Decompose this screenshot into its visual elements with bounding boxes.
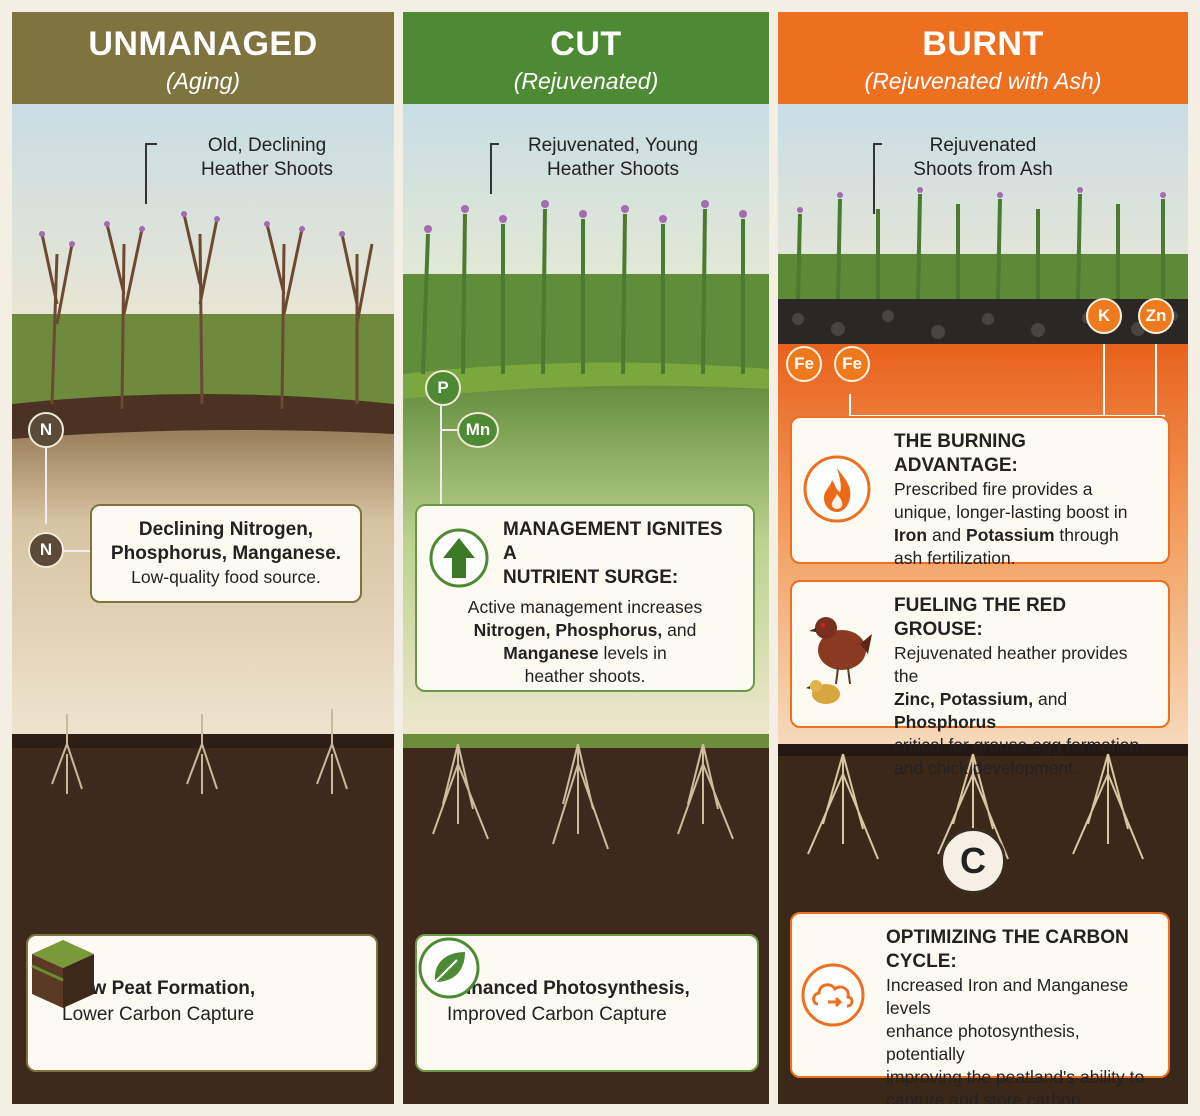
- unmanaged-subtitle: (Aging): [165, 68, 241, 94]
- cut-bottom-line2: Improved Carbon Capture: [447, 1004, 667, 1025]
- up-arrow-icon: [429, 528, 489, 588]
- cut-card-heading2: NUTRIENT SURGE:: [503, 567, 679, 588]
- grouse-card-line4: and chick development.: [894, 758, 1078, 778]
- unmanaged-title: UNMANAGED: [88, 25, 318, 63]
- leaf-icon: [418, 937, 480, 999]
- through-word: through: [1059, 525, 1119, 545]
- nitrogen-connector: [64, 550, 90, 552]
- burnt-panel: BURNT (Rejuvenated with Ash): [778, 12, 1188, 1104]
- carbon-card-line1: Increased Iron and Manganese levels: [886, 975, 1129, 1018]
- cut-card-body2: Nitrogen, Phosphorus, and: [433, 619, 737, 642]
- cut-subtitle: (Rejuvenated): [513, 68, 659, 94]
- levels-in-text: levels in: [603, 643, 667, 663]
- potassium-label-2: Potassium,: [939, 689, 1034, 709]
- burning-card-line2: unique, longer-lasting boost in: [894, 502, 1128, 522]
- unmanaged-callout: Old, Declining Heather Shoots: [162, 134, 372, 182]
- and-word-1: and: [931, 525, 962, 545]
- cut-carbon-card: Enhanced Photosynthesis, Improved Carbon…: [415, 934, 759, 1072]
- zinc-label: Zinc,: [894, 689, 935, 709]
- burnt-subtitle: (Rejuvenated with Ash): [864, 68, 1102, 94]
- burnt-header: BURNT (Rejuvenated with Ash): [778, 12, 1188, 104]
- unmanaged-bottom-line2: Lower Carbon Capture: [62, 1004, 255, 1025]
- cut-bottom-line1: Enhanced Photosynthesis,: [447, 978, 690, 999]
- grouse-card-line1: Rejuvenated heather provides the: [894, 643, 1128, 686]
- burnt-title: BURNT: [922, 25, 1044, 63]
- cut-callout-line1: Rejuvenated, Young: [527, 135, 699, 156]
- peat-block-icon: [31, 940, 94, 1008]
- cut-header: CUT (Rejuvenated): [403, 12, 769, 104]
- burning-card-line4: ash fertilization.: [894, 548, 1016, 568]
- unmanaged-nutrient-card: Declining Nitrogen, Phosphorus, Manganes…: [90, 504, 362, 603]
- phosphorus-label-2: Phosphorus: [894, 712, 997, 732]
- grouse-card-line2: Zinc, Potassium, and Phosphorus: [894, 688, 1152, 734]
- flame-icon: [803, 455, 871, 523]
- nitrogen-badge-upper: N: [28, 412, 64, 448]
- cut-scene: Rejuvenated, Young Heather Shoots P Mn M…: [403, 104, 769, 1104]
- iron-badge-1: Fe: [786, 346, 822, 382]
- nitrogen-label: Nitrogen,: [473, 620, 551, 640]
- phosphorus-badge: P: [425, 370, 461, 406]
- unmanaged-card-line2: Phosphorus, Manganese.: [110, 543, 342, 564]
- burnt-callout-line2: Shoots from Ash: [913, 159, 1053, 180]
- burning-card-heading: THE BURNING ADVANTAGE:: [894, 431, 1026, 476]
- unmanaged-header: UNMANAGED (Aging): [12, 12, 394, 104]
- iron-label: Iron: [894, 525, 928, 545]
- unmanaged-bottom-line1: Slow Peat Formation,: [62, 978, 256, 999]
- burnt-callout-line1: Rejuvenated: [929, 135, 1037, 156]
- carbon-cycle-card: OPTIMIZING THE CARBON CYCLE: Increased I…: [790, 912, 1170, 1104]
- potassium-label: Potassium: [966, 525, 1055, 545]
- unmanaged-callout-line1: Old, Declining: [207, 135, 327, 156]
- manganese-badge: Mn: [457, 412, 499, 448]
- grouse-card-line3: critical for grouse egg formation: [894, 735, 1140, 755]
- unmanaged-panel: UNMANAGED (Aging): [12, 12, 394, 1104]
- and-word-2: and: [1037, 689, 1068, 709]
- cut-card-heading1: MANAGEMENT IGNITES A: [503, 519, 723, 564]
- manganese-label: Manganese: [503, 643, 599, 663]
- burning-card-line1: Prescribed fire provides a: [894, 479, 1093, 499]
- carbon-badge: C: [940, 828, 1006, 894]
- cut-panel: CUT (Rejuvenated): [403, 12, 769, 1104]
- iron-badge-2: Fe: [834, 346, 870, 382]
- zinc-badge: Zn: [1138, 298, 1174, 334]
- unmanaged-carbon-card: Slow Peat Formation, Lower Carbon Captur…: [26, 934, 378, 1072]
- grouse-card-heading: FUELING THE RED GROUSE:: [894, 595, 1067, 640]
- grouse-icon: [806, 617, 872, 704]
- cut-callout: Rejuvenated, Young Heather Shoots: [503, 134, 723, 182]
- unmanaged-callout-line2: Heather Shoots: [200, 159, 334, 180]
- carbon-card-line2: enhance photosynthesis, potentially: [886, 1021, 1080, 1064]
- red-grouse-card: FUELING THE RED GROUSE: Rejuvenated heat…: [790, 580, 1170, 778]
- unmanaged-card-line1: Declining Nitrogen,: [138, 519, 314, 540]
- carbon-card-heading: OPTIMIZING THE CARBON CYCLE:: [886, 927, 1129, 972]
- cut-card-body4: heather shoots.: [524, 666, 646, 686]
- nitrogen-badge-lower: N: [28, 532, 64, 568]
- and-word: and: [667, 620, 697, 640]
- carbon-card-line3: improving the peatland's ability to: [886, 1067, 1145, 1087]
- potassium-badge: K: [1086, 298, 1122, 334]
- unmanaged-card-line3: Low-quality food source.: [131, 567, 321, 587]
- cut-callout-line2: Heather Shoots: [546, 159, 680, 180]
- burnt-scene: Rejuvenated Shoots from Ash Fe Fe K Zn T…: [778, 104, 1188, 1104]
- cut-nutrient-card: MANAGEMENT IGNITES A NUTRIENT SURGE: Act…: [415, 504, 755, 692]
- cut-card-body3: Manganese levels in: [433, 642, 737, 665]
- carbon-cycle-icon: [801, 963, 865, 1027]
- burning-card-line3: Iron and Potassium through: [894, 524, 1152, 547]
- cut-card-body1: Active management increases: [467, 597, 703, 617]
- burnt-callout: Rejuvenated Shoots from Ash: [888, 134, 1078, 182]
- cut-title: CUT: [550, 25, 622, 63]
- burning-advantage-card: THE BURNING ADVANTAGE: Prescribed fire p…: [790, 416, 1170, 568]
- unmanaged-scene: Old, Declining Heather Shoots N N Declin…: [12, 104, 394, 1104]
- phosphorus-label: Phosphorus,: [555, 620, 663, 640]
- carbon-card-line4: capture and store carbon.: [886, 1090, 1086, 1104]
